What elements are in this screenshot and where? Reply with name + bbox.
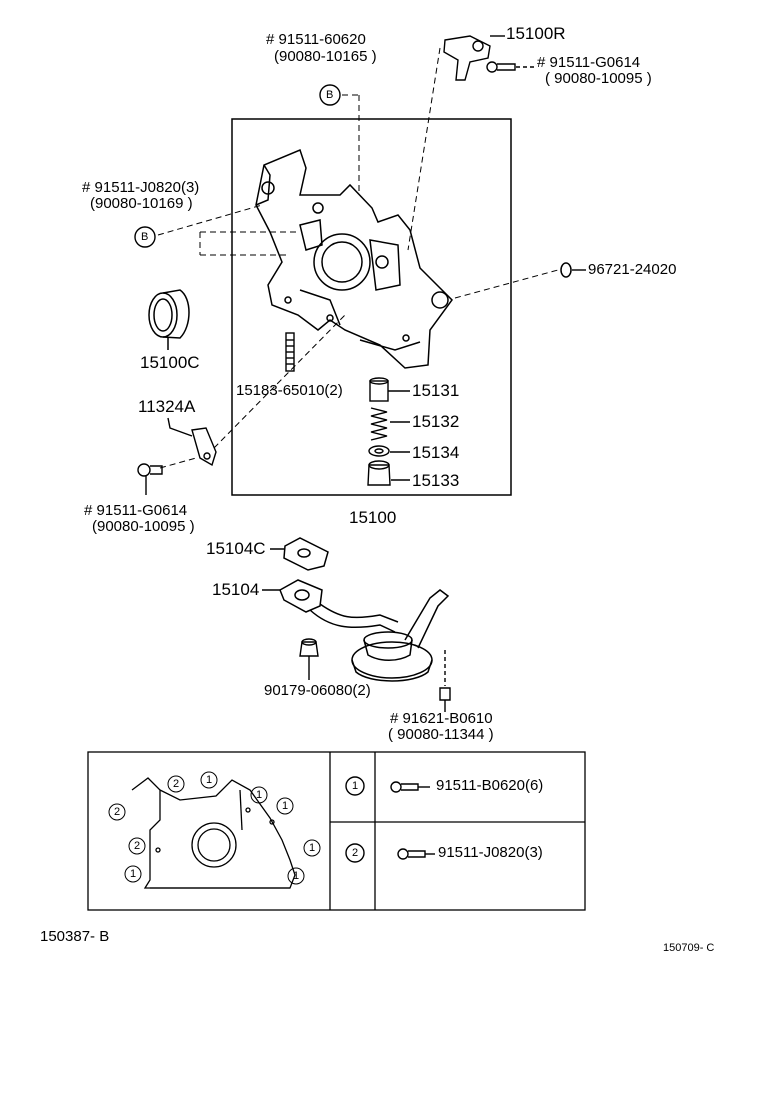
label-15183-65010[interactable]: 15183-65010(2) [236, 382, 343, 399]
label-15134[interactable]: 15134 [412, 443, 460, 462]
bolt-icon [137, 463, 163, 495]
sketch-marker: 1 [293, 870, 300, 882]
nut-90179[interactable] [299, 638, 319, 680]
label-90080-10165[interactable]: (90080-10165 ) [274, 48, 377, 65]
label-15100[interactable]: 15100 [349, 508, 397, 527]
label-15104[interactable]: 15104 [212, 580, 260, 599]
legend-marker-2: 2 [352, 847, 359, 859]
callout-b-left-circle [134, 226, 156, 248]
label-15100r[interactable]: 15100R [506, 24, 566, 43]
diagram-code: 150709- C [663, 942, 715, 954]
label-91621-b0610[interactable]: # 91621-B0610 [390, 710, 493, 727]
oil-seal-15100c[interactable] [148, 289, 190, 350]
oil-pump-body[interactable] [255, 148, 453, 369]
callout-b-left: B [141, 231, 149, 243]
sketch-marker: 1 [256, 789, 263, 801]
stud-bolt-15183[interactable] [285, 332, 295, 372]
oil-pump-assembly-frame [231, 118, 512, 496]
bolt-icon [439, 650, 451, 712]
sketch-marker: 2 [134, 840, 141, 852]
oil-strainer-15104[interactable] [262, 579, 450, 682]
plug-15133[interactable] [367, 460, 410, 486]
label-91511-60620[interactable]: # 91511-60620 [266, 31, 366, 48]
bolt-icon [390, 781, 430, 793]
label-15104c[interactable]: 15104C [206, 539, 266, 558]
label-96721-24020[interactable]: 96721-24020 [588, 261, 677, 278]
label-91511-g0614-bottom[interactable]: # 91511-G0614 [84, 502, 188, 519]
label-90080-10095-bottom[interactable]: (90080-10095 ) [92, 518, 195, 535]
sketch-marker: 2 [114, 806, 121, 818]
legend-part-2[interactable]: 91511-J0820(3) [438, 844, 543, 861]
relief-valve-15131[interactable] [369, 377, 410, 402]
label-15132[interactable]: 15132 [412, 412, 460, 431]
label-90179-06080[interactable]: 90179-06080(2) [264, 682, 371, 699]
reference-number: 150387- B [40, 928, 110, 945]
bracket-11324a[interactable] [167, 417, 217, 467]
legend-marker-1: 1 [352, 780, 359, 792]
legend-part-1[interactable]: 91511-B0620(6) [436, 777, 544, 794]
timing-cover-sketch [131, 777, 296, 889]
label-90080-10095-top[interactable]: ( 90080-10095 ) [545, 70, 652, 87]
sketch-marker: 1 [130, 868, 137, 880]
sketch-marker: 1 [206, 774, 213, 786]
sketch-marker: 2 [173, 778, 180, 790]
bolt-location-legend [87, 751, 586, 911]
spring-15132[interactable] [370, 407, 410, 441]
label-15100c[interactable]: 15100C [140, 353, 200, 372]
retainer-15134[interactable] [368, 445, 410, 457]
gasket-15104c[interactable] [270, 537, 329, 571]
label-15133[interactable]: 15133 [412, 471, 460, 490]
label-11324a[interactable]: 11324A [138, 397, 196, 416]
bolt-icon [397, 848, 435, 860]
callout-b-top: B [326, 89, 334, 101]
sketch-bolt-markers [108, 771, 321, 885]
label-90080-10169[interactable]: (90080-10169 ) [90, 195, 193, 212]
label-91511-j0820[interactable]: # 91511-J0820(3) [82, 179, 200, 196]
label-15131[interactable]: 15131 [412, 381, 460, 400]
sketch-marker: 1 [309, 842, 316, 854]
label-90080-11344[interactable]: ( 90080-11344 ) [388, 726, 494, 743]
o-ring-icon[interactable] [560, 262, 572, 278]
bolt-icon [486, 61, 534, 73]
sketch-marker: 1 [282, 800, 289, 812]
callout-b-top-circle [319, 84, 341, 106]
sensor-15100r[interactable] [443, 35, 505, 81]
label-91511-g0614-top[interactable]: # 91511-G0614 [537, 54, 641, 71]
